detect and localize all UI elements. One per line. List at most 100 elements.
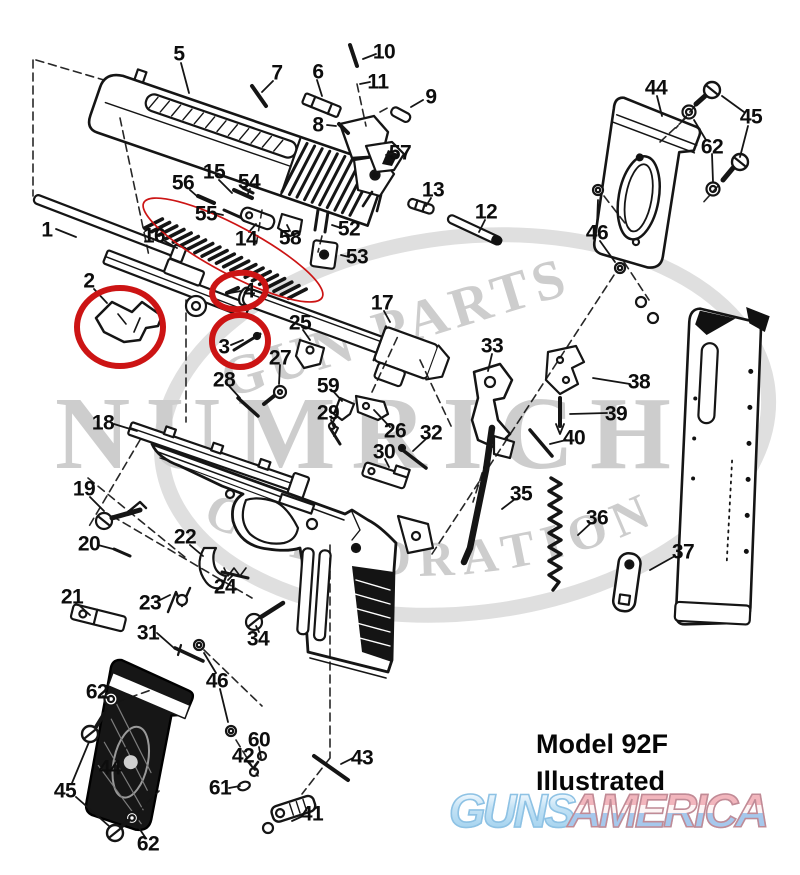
part-label-28: 28 — [212, 368, 236, 392]
part-label-10: 10 — [372, 40, 396, 64]
screw-34-part — [244, 600, 286, 632]
pin-28-part — [236, 396, 260, 418]
pin-8-part — [337, 122, 350, 135]
part-label-6: 6 — [312, 60, 324, 84]
part-label-25: 25 — [288, 311, 312, 335]
part-label-21: 21 — [60, 585, 84, 609]
plate-6-part — [301, 92, 342, 118]
line-art — [32, 43, 770, 843]
part-label-59: 59 — [316, 374, 340, 398]
part-label-56: 56 — [171, 171, 195, 195]
pin-39-part — [555, 396, 565, 435]
sear-38-part — [544, 344, 586, 396]
highlight-ellipse — [209, 312, 271, 370]
pin-4-part — [225, 286, 240, 295]
highlight-ellipse — [74, 285, 166, 369]
pin-55-part — [222, 208, 244, 220]
rod-40-part — [528, 428, 554, 458]
bushing-41-detail — [261, 821, 275, 835]
pin-9-part — [390, 106, 412, 124]
part-label-54: 54 — [237, 170, 261, 194]
part-label-11: 11 — [367, 70, 389, 94]
part-label-44: 44 — [98, 756, 122, 780]
part-label-45: 45 — [53, 779, 77, 803]
part-label-16: 16 — [142, 224, 166, 248]
part-label-45: 45 — [739, 105, 763, 129]
rod-12-part — [446, 214, 503, 246]
part-label-12: 12 — [474, 200, 498, 224]
part-label-32: 32 — [419, 421, 443, 445]
part-label-58: 58 — [278, 226, 302, 250]
part-label-18: 18 — [91, 411, 115, 435]
part-label-13: 13 — [421, 178, 445, 202]
tube-37-part — [611, 552, 642, 613]
part-label-19: 19 — [72, 477, 96, 501]
locking-block-part — [94, 300, 164, 344]
part-label-23: 23 — [138, 591, 162, 615]
pin-54-part — [241, 186, 255, 195]
part-label-34: 34 — [246, 627, 270, 651]
part-label-9: 9 — [425, 85, 437, 109]
grip-panel-right — [591, 80, 750, 325]
caption-line1: Model 92F — [536, 729, 669, 759]
pin-43-part — [312, 754, 350, 782]
part-label-31: 31 — [136, 621, 160, 645]
gunsamerica-logo: GUNSAMERICA — [448, 784, 770, 837]
screw-27-part — [262, 384, 288, 406]
part-label-44: 44 — [644, 76, 668, 100]
part-label-62: 62 — [136, 832, 160, 856]
slide-rear-parts — [338, 114, 406, 213]
part-label-55: 55 — [194, 202, 218, 226]
logo-guns: GUNS — [448, 784, 576, 837]
locking-block-detail — [117, 313, 141, 333]
pin-24-part — [220, 567, 250, 580]
pin-31-part — [173, 643, 205, 663]
part-label-14: 14 — [234, 227, 258, 251]
part-label-62: 62 — [85, 680, 109, 704]
part-label-35: 35 — [509, 482, 533, 506]
pin-13-part — [407, 197, 435, 215]
part-label-42: 42 — [231, 744, 255, 768]
rod-32-part — [397, 443, 428, 470]
red-highlights — [74, 197, 324, 370]
grip-panel-left — [80, 638, 238, 843]
part-label-60: 60 — [247, 728, 271, 752]
spring-seat-part — [184, 294, 208, 318]
part-label-22: 22 — [173, 525, 197, 549]
part-label-33: 33 — [480, 334, 504, 358]
pin-20-part — [112, 547, 132, 558]
part-label-46: 46 — [205, 669, 229, 693]
part-label-1: 1 — [41, 218, 53, 242]
part-label-2: 2 — [83, 269, 95, 293]
part-label-27: 27 — [268, 346, 292, 370]
part-label-26: 26 — [383, 419, 407, 443]
part-label-41: 41 — [300, 802, 324, 826]
pin-56-part — [196, 194, 216, 205]
logo-america: AMERICA — [567, 784, 770, 837]
part-label-38: 38 — [627, 370, 651, 394]
alignment-dashes — [32, 59, 719, 813]
caption: Model 92F Illustrated — [536, 726, 668, 800]
bolt-19-part — [94, 500, 148, 531]
part-label-8: 8 — [312, 113, 324, 137]
spring-36-part — [547, 476, 563, 592]
block-53-part — [309, 239, 339, 270]
rod-1-part — [32, 194, 187, 264]
part-label-53: 53 — [345, 245, 369, 269]
lever-59-part — [331, 396, 356, 437]
frame-part — [150, 442, 435, 679]
slide-part — [87, 68, 390, 227]
pin-3-part — [232, 331, 262, 352]
leader-lines — [55, 53, 749, 838]
spring-23-part — [166, 586, 192, 614]
part-label-46: 46 — [585, 221, 609, 245]
pin-15-part — [232, 188, 254, 200]
magazine-part — [673, 307, 770, 626]
catch-41-part — [270, 794, 317, 823]
part-label-17: 17 — [370, 291, 394, 315]
part-label-52: 52 — [337, 217, 361, 241]
part-label-30: 30 — [372, 440, 396, 464]
part-label-36: 36 — [585, 506, 609, 530]
